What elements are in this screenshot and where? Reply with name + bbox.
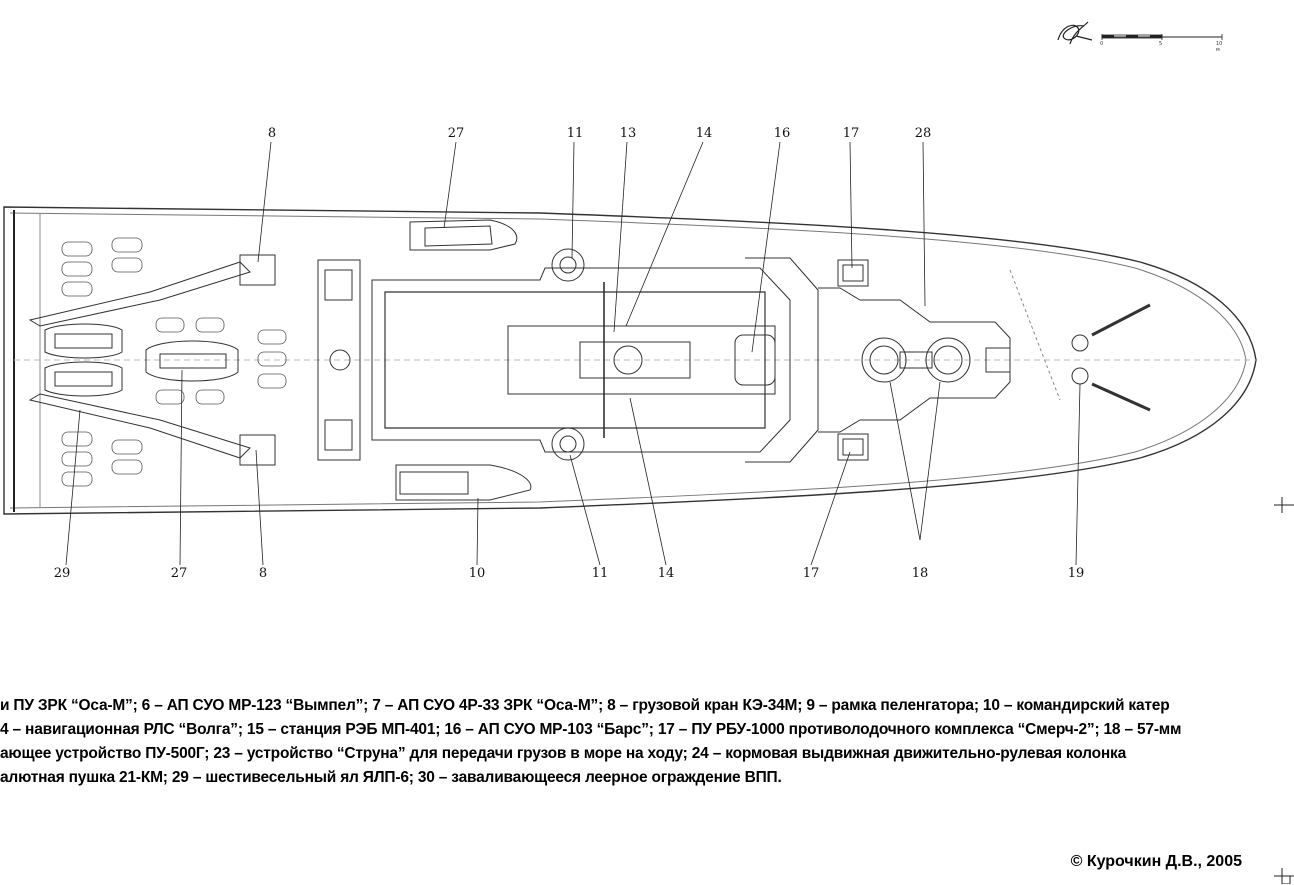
callout-top-7: 17: [842, 126, 860, 141]
legend-line-3: ающее устройство ПУ-500Г; 23 – устройств…: [0, 745, 1127, 762]
callout-bottom-6: 14: [657, 566, 675, 581]
callout-bottom-5: 11: [591, 566, 609, 581]
gun-mount-2: [925, 337, 971, 383]
cargo-crane-top: [28, 261, 251, 327]
callout-top-3: 11: [566, 126, 584, 141]
gun-mount-1: [861, 337, 907, 383]
scale-tick-10: 10 м: [1216, 41, 1223, 53]
registration-mark-icon-bottom: [1274, 868, 1294, 884]
callout-bottom-7: 17: [802, 566, 820, 581]
commander-boat-top: [409, 219, 518, 251]
callout-top-2: 27: [447, 126, 465, 141]
callout-bottom-2: 27: [170, 566, 188, 581]
scale-tick-0: 0: [1100, 41, 1104, 47]
callout-top-5: 14: [695, 126, 713, 141]
legend-line-4: алютная пушка 21-КМ; 29 – шестивесельный…: [0, 769, 782, 786]
callout-bottom-1: 29: [53, 566, 71, 581]
cargo-crane-bottom: [28, 393, 251, 459]
callout-top-6: 16: [773, 126, 791, 141]
scale-tick-5: 5: [1159, 41, 1163, 47]
callout-bottom-4: 10: [468, 566, 486, 581]
callout-top-1: 8: [267, 126, 277, 141]
commander-boat-bottom: [395, 464, 532, 501]
legend-line-1: и ПУ ЗРК “Оса-М”; 6 – АП СУО МР-123 “Вым…: [0, 697, 1170, 714]
callout-top-4: 13: [619, 126, 637, 141]
copyright-text: © Курочкин Д.В., 2005: [1070, 853, 1242, 870]
registration-mark-icon: [1274, 497, 1294, 513]
scale-bar: 0 5 10 м: [1100, 30, 1225, 53]
callout-bottom-9: 19: [1067, 566, 1085, 581]
callout-bottom-3: 8: [258, 566, 268, 581]
scale-bar-graphic: [1101, 34, 1223, 40]
callout-bottom-8: 18: [911, 566, 929, 581]
ship-deck-plan: [3, 141, 1257, 566]
hangar-superstructure: [384, 291, 766, 429]
legend-line-2: 4 – навигационная РЛС “Волга”; 15 – стан…: [0, 721, 1182, 738]
callout-top-8: 28: [914, 126, 932, 141]
author-logo-icon: [1057, 21, 1093, 45]
